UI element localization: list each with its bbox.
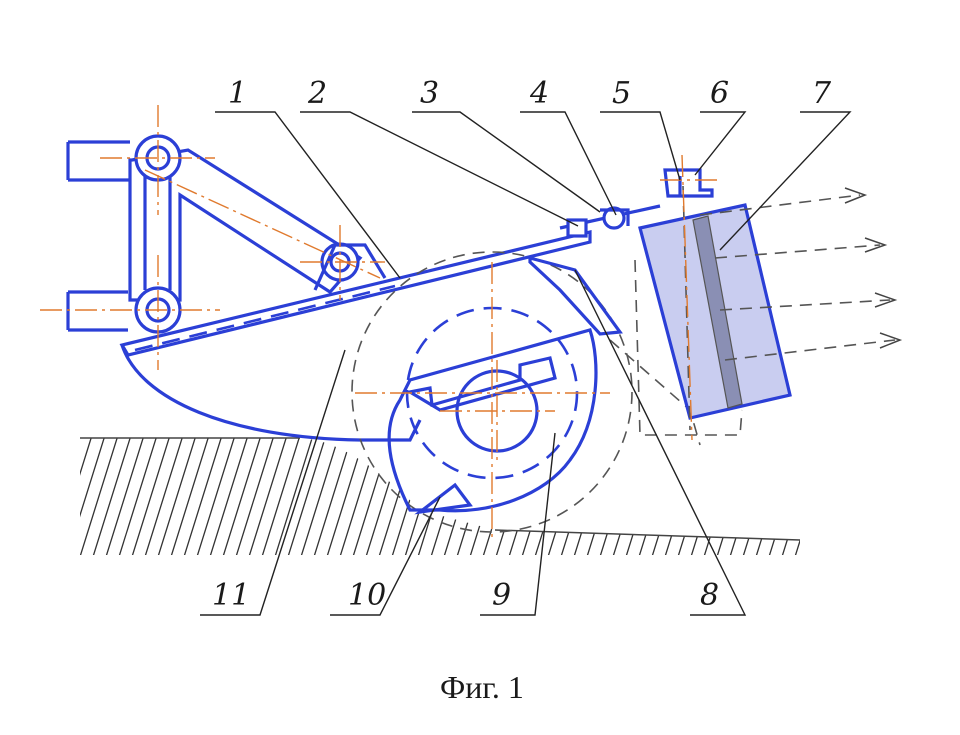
callouts-bottom: 11 10 9 8 [212, 578, 719, 613]
hatch-line [741, 438, 783, 555]
hatch-line [585, 438, 627, 555]
hatch-line [143, 438, 185, 555]
ground-hatch [80, 432, 899, 560]
callout-10: 10 [348, 578, 386, 613]
hatch-line [689, 438, 731, 555]
hatch-line [846, 432, 886, 560]
hatch-line [80, 438, 81, 555]
hatch-line [80, 438, 94, 555]
hatch-line [728, 438, 770, 555]
hatch-line [820, 432, 860, 560]
frame-pipes [66, 140, 130, 332]
callout-1: 1 [228, 76, 247, 111]
hatch-line [169, 438, 211, 555]
hatch-line [80, 438, 107, 555]
hatch-line [273, 438, 315, 555]
hatch-line [390, 438, 432, 555]
callout-11: 11 [212, 578, 250, 613]
bracket-5-6 [663, 168, 714, 198]
hatch-line [299, 438, 341, 555]
hatch-line [833, 432, 873, 560]
hatch-line [807, 432, 847, 560]
hatch-line [312, 438, 354, 555]
hatch-line [650, 438, 692, 555]
hatch-line [208, 438, 250, 555]
beam-body [119, 229, 592, 442]
hatch-line [117, 438, 159, 555]
ground-surface-line-right [494, 529, 801, 541]
hatch-line [507, 438, 549, 555]
callouts-top: 1 2 3 4 5 6 7 [228, 76, 832, 111]
callout-7: 7 [812, 76, 832, 111]
axis-lines [40, 105, 720, 540]
callout-8: 8 [700, 578, 719, 613]
hatch-line [754, 438, 796, 555]
hatch-line [234, 438, 276, 555]
deflector-8 [528, 255, 623, 336]
hatch-line [715, 438, 757, 555]
leader-lines [200, 111, 852, 616]
hatch-line [637, 438, 679, 555]
hatch-line [559, 438, 601, 555]
callout-3: 3 [420, 76, 439, 111]
hatch-line [663, 438, 705, 555]
rod-joints [559, 204, 661, 238]
hatch-line [247, 438, 289, 555]
hatch-line [195, 438, 237, 555]
callout-5: 5 [612, 76, 631, 111]
hatch-line [325, 438, 367, 555]
hatch-line [403, 438, 445, 555]
hatch-line [286, 438, 328, 555]
outer-wheel-path [351, 251, 633, 533]
callout-2: 2 [307, 76, 327, 111]
hatch-line [793, 438, 800, 555]
hatch-line [572, 438, 614, 555]
hatch-line [338, 438, 380, 555]
hatch-line [80, 438, 120, 555]
spray-arrows [699, 187, 903, 361]
hatch-line [676, 438, 718, 555]
hatch-line [351, 438, 393, 555]
blade-10 [414, 482, 473, 515]
callout-6: 6 [710, 76, 729, 111]
callout-4: 4 [529, 76, 549, 111]
callout-9: 9 [492, 578, 511, 613]
hatch-line [624, 438, 666, 555]
hatch-line [130, 438, 172, 555]
hatch-line [780, 438, 800, 555]
hatch-line [260, 438, 302, 555]
hatch-line [91, 438, 133, 555]
hatch-line [221, 438, 263, 555]
figure-caption: Фиг. 1 [440, 669, 524, 705]
hatch-line [182, 438, 224, 555]
hatch-line [416, 438, 458, 555]
hatch-line [104, 438, 146, 555]
joint-4 [602, 206, 626, 230]
hatch-line [767, 438, 800, 555]
hatch-line [156, 438, 198, 555]
hatch-line [859, 432, 899, 560]
